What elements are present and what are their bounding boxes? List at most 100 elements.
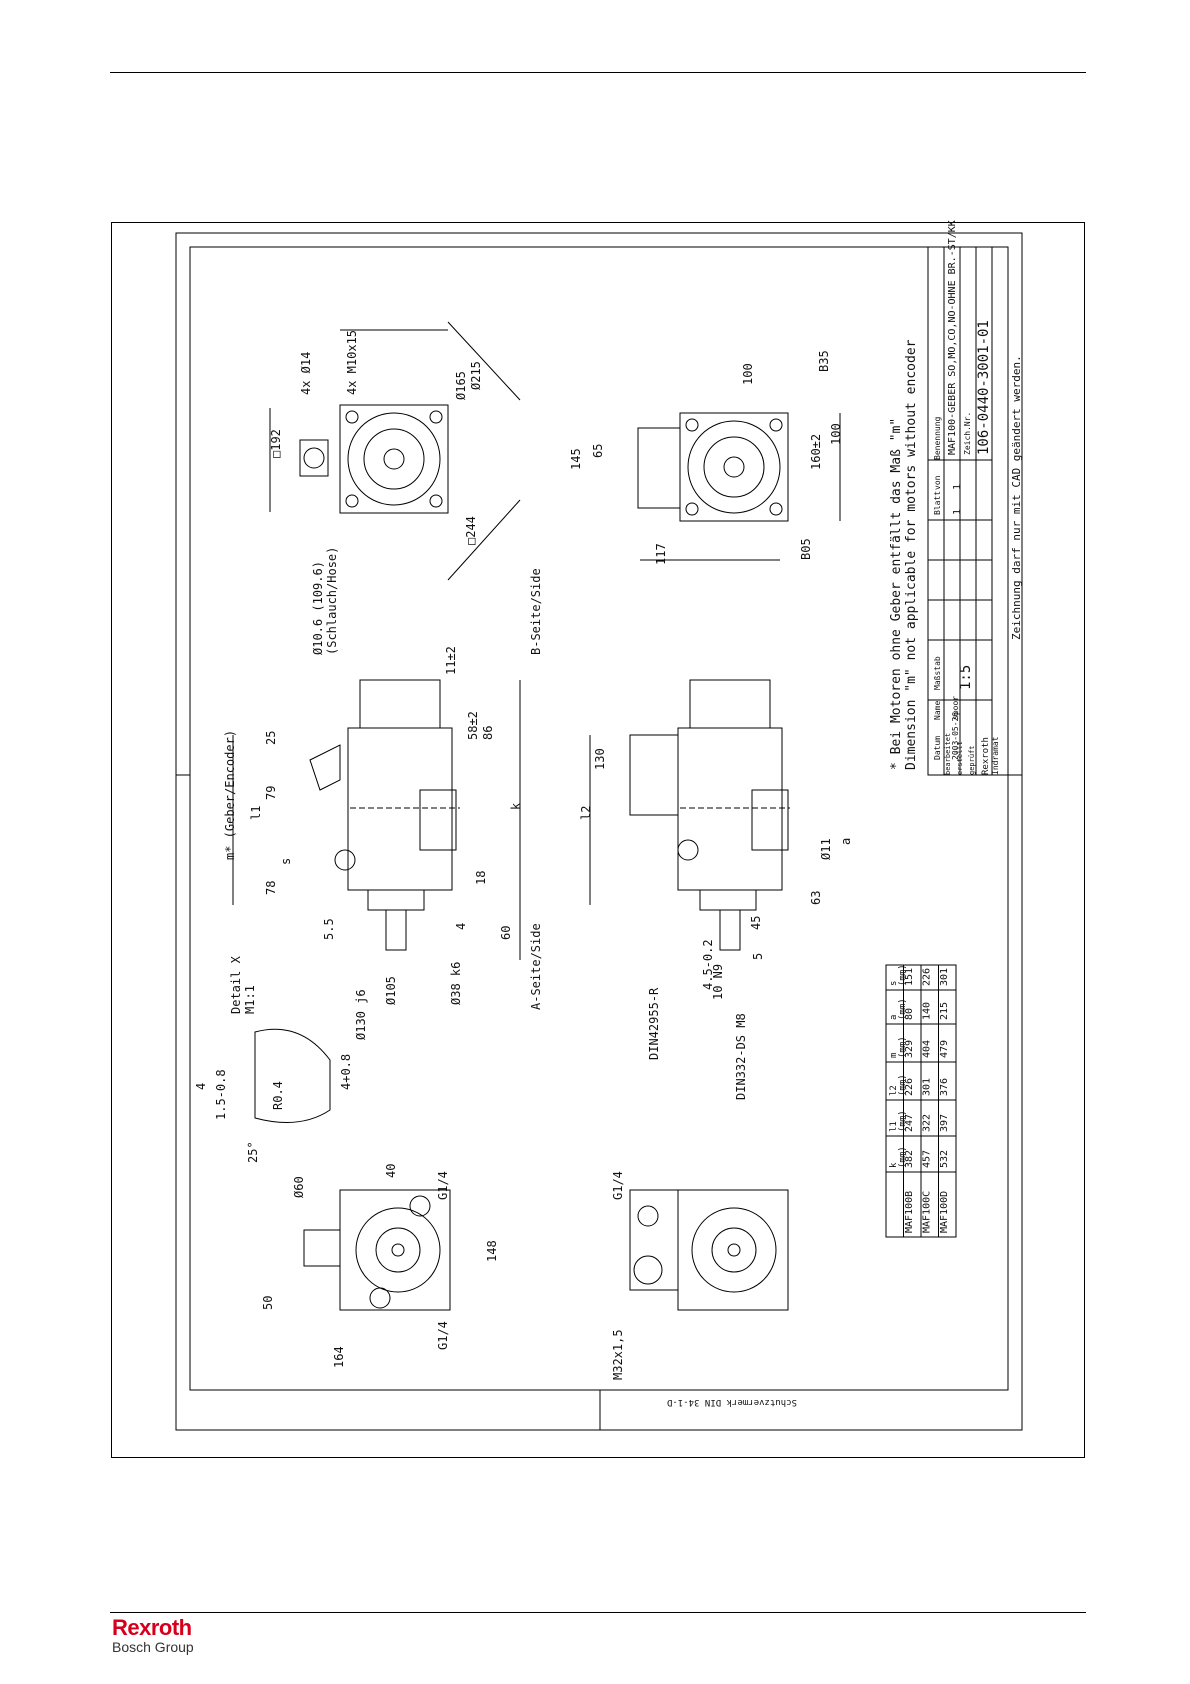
brand-name: Rexroth [112, 1615, 192, 1640]
table-cell: 329 [904, 1040, 915, 1058]
dim-r04: R0.4 [271, 1081, 285, 1110]
din42955: DIN42955-R [647, 987, 661, 1060]
rexroth-logo: Rexroth Bosch Group [112, 1615, 194, 1656]
table-cell: 215 [939, 1002, 950, 1020]
table-cell: MAF100C [922, 1191, 933, 1233]
table-cell: 226 [904, 1078, 915, 1096]
table-cell: 397 [939, 1114, 950, 1132]
dim-l2: l2 [579, 806, 593, 820]
dim-n4b: 4.5-0.2 [701, 939, 715, 990]
title-block: Benennung MAF100-GEBER SO,MO,CO,NO-OHNE B… [927, 220, 1009, 776]
dim-n164: 164 [332, 1346, 346, 1368]
tb-date: 2003-05-26 [951, 712, 960, 760]
dim-n55: 5.5 [322, 918, 336, 940]
dim-n100a: 100 [741, 363, 755, 385]
table-cell: 140 [922, 1002, 933, 1020]
dim-a: a [839, 838, 853, 845]
a-side-view-bottom [629, 1189, 789, 1311]
dim-n86: 86 [481, 726, 495, 740]
tb-benennung: Benennung [933, 416, 942, 460]
dim-n11: 11±2 [444, 646, 458, 675]
dim-n25: 25 [264, 731, 278, 745]
tb-date-label: Datum [933, 736, 942, 760]
a-side-label: A-Seite/Side [529, 923, 543, 1010]
g14-top: G1/4 [436, 1171, 450, 1200]
trademark-note: Schutzvermerk DIN 34-1-D [667, 1397, 797, 1407]
dim-n100b: 100 [829, 423, 843, 445]
table-header-3: l2 [889, 1085, 899, 1096]
flange-view-b35 [637, 412, 841, 561]
note-en: Dimension "m" not applicable for motors … [904, 339, 919, 770]
dim-d60: Ø60 [292, 1176, 306, 1198]
din332: DIN332-DS M8 [734, 1013, 748, 1100]
dim-n18: 18 [474, 871, 488, 885]
dim-n117: 117 [654, 543, 668, 565]
tb-row-label: bearbeitet [944, 733, 952, 775]
dim-n58: 58±2 [466, 711, 480, 740]
table-cell: 247 [904, 1114, 915, 1132]
table-cell: 376 [939, 1078, 950, 1096]
table-grid [885, 964, 957, 1238]
dim-d130: Ø130 j6 [354, 989, 368, 1040]
table-cell: 301 [939, 968, 950, 986]
cad-note: Zeichnung darf nur mit CAD geändert werd… [1010, 355, 1023, 640]
tb-blatt: 1 [952, 509, 963, 515]
bottom-rule [110, 1612, 1086, 1613]
dim-d105: Ø105 [384, 976, 398, 1005]
top-rule [110, 72, 1086, 73]
table-cell: 457 [922, 1150, 933, 1168]
note-de: * Bei Motoren ohne Geber entfällt das Ma… [889, 418, 904, 770]
tb-von-label: von [933, 475, 942, 490]
tb-name-label: Name [933, 701, 942, 720]
dim-d215: Ø215 [469, 361, 483, 390]
g14-bottom: G1/4 [436, 1321, 450, 1350]
brand-group: Bosch Group [112, 1639, 194, 1655]
b35-label: B35 [817, 350, 831, 372]
dim-n160: 160±2 [809, 434, 823, 470]
table-header-3: (mm) [898, 1074, 908, 1096]
dim-n5: 5 [751, 953, 765, 960]
dim-sq244: □244 [464, 516, 478, 545]
dim-d11: Ø11 [819, 838, 833, 860]
table-cell: 151 [904, 968, 915, 986]
dim-n145: 145 [569, 448, 583, 470]
table-cell: MAF100D [939, 1191, 950, 1233]
table-cell: MAF100B [904, 1191, 915, 1233]
threads: 4x M10x15 [345, 330, 359, 395]
dim-n4: 4 [454, 923, 468, 930]
table-cell: 226 [922, 968, 933, 986]
motor-side-view-b35 [589, 679, 790, 951]
dim-n10: 10 N9 [711, 964, 725, 1000]
tb-row-label: erstellt [956, 741, 964, 775]
table-cell: 382 [904, 1150, 915, 1168]
dim-l1: l1 [249, 806, 263, 820]
table-cell: 301 [922, 1078, 933, 1096]
dim-n63: 63 [809, 891, 823, 905]
dim-n45: 45 [749, 916, 763, 930]
table-header-1: k [889, 1162, 899, 1168]
dim-d165: Ø165 [454, 371, 468, 400]
table-header-6: (mm) [898, 964, 908, 986]
encoder-dim: m* (Geber/Encoder) [223, 730, 237, 860]
title-block-grid [927, 246, 1009, 776]
g14-lower: G1/4 [611, 1171, 625, 1200]
tb-brand2: Indramat [991, 736, 1000, 775]
hose-label-2: (Schlauch/Hose) [325, 547, 339, 655]
dim-k: k [509, 802, 523, 810]
b-side-label: B-Seite/Side [529, 568, 543, 655]
tb-name: MAF100-GEBER SO,MO,CO,NO-OHNE BR.-ST/KK [947, 220, 958, 455]
tb-zeichnr-label: Zeich.Nr. [963, 412, 972, 455]
dim-n148: 148 [485, 1240, 499, 1262]
table-header-1: (mm) [898, 1146, 908, 1168]
b05-label: B05 [799, 538, 813, 560]
variant-table: k(mm)l1(mm)l2(mm)m(mm)a(mm)s(mm)MAF100B3… [885, 964, 957, 1238]
table-cell: 80 [904, 1008, 915, 1020]
table-header-4: (mm) [898, 1036, 908, 1058]
tb-scale-label: Maßstab [933, 656, 942, 690]
flange-view-top [269, 321, 521, 581]
dim-n25d: 25° [246, 1141, 260, 1163]
table-header-4: m [889, 1053, 899, 1058]
dim-n130: 130 [593, 748, 607, 770]
detail-scale: M1:1 [243, 985, 257, 1014]
